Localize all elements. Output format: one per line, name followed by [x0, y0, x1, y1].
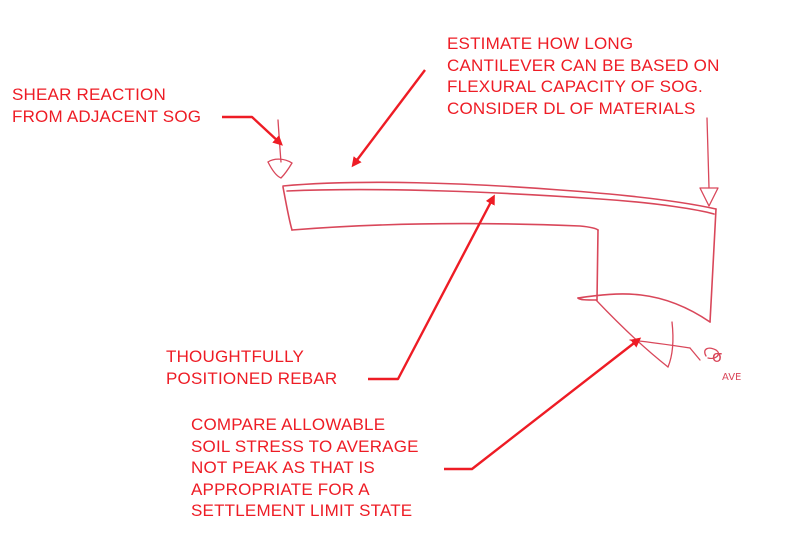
- note-shear-reaction: SHEAR REACTION FROM ADJACENT SOG: [12, 85, 202, 126]
- soil-pressure-diagram: [595, 299, 720, 368]
- note-estimate-cantilever: ESTIMATE HOW LONG CANTILEVER CAN BE BASE…: [447, 34, 720, 118]
- ave-subscript: AVE: [722, 372, 741, 383]
- slab-outline: [282, 181, 717, 323]
- arrow-up-right-icon: [368, 194, 495, 381]
- shear-reaction-sketch: [267, 119, 293, 179]
- dead-load-arrow: [699, 117, 719, 207]
- note-positioned-rebar: THOUGHTFULLY POSITIONED REBAR: [166, 347, 338, 388]
- sigma-label: σ: [712, 347, 722, 366]
- arrow-right-down-icon: [222, 115, 283, 146]
- arrow-left-down-icon: [351, 69, 426, 168]
- arrow-up-right-icon: [444, 337, 642, 471]
- note-soil-stress: COMPARE ALLOWABLE SOIL STRESS TO AVERAGE…: [191, 415, 419, 520]
- callout-arrows: [222, 69, 642, 471]
